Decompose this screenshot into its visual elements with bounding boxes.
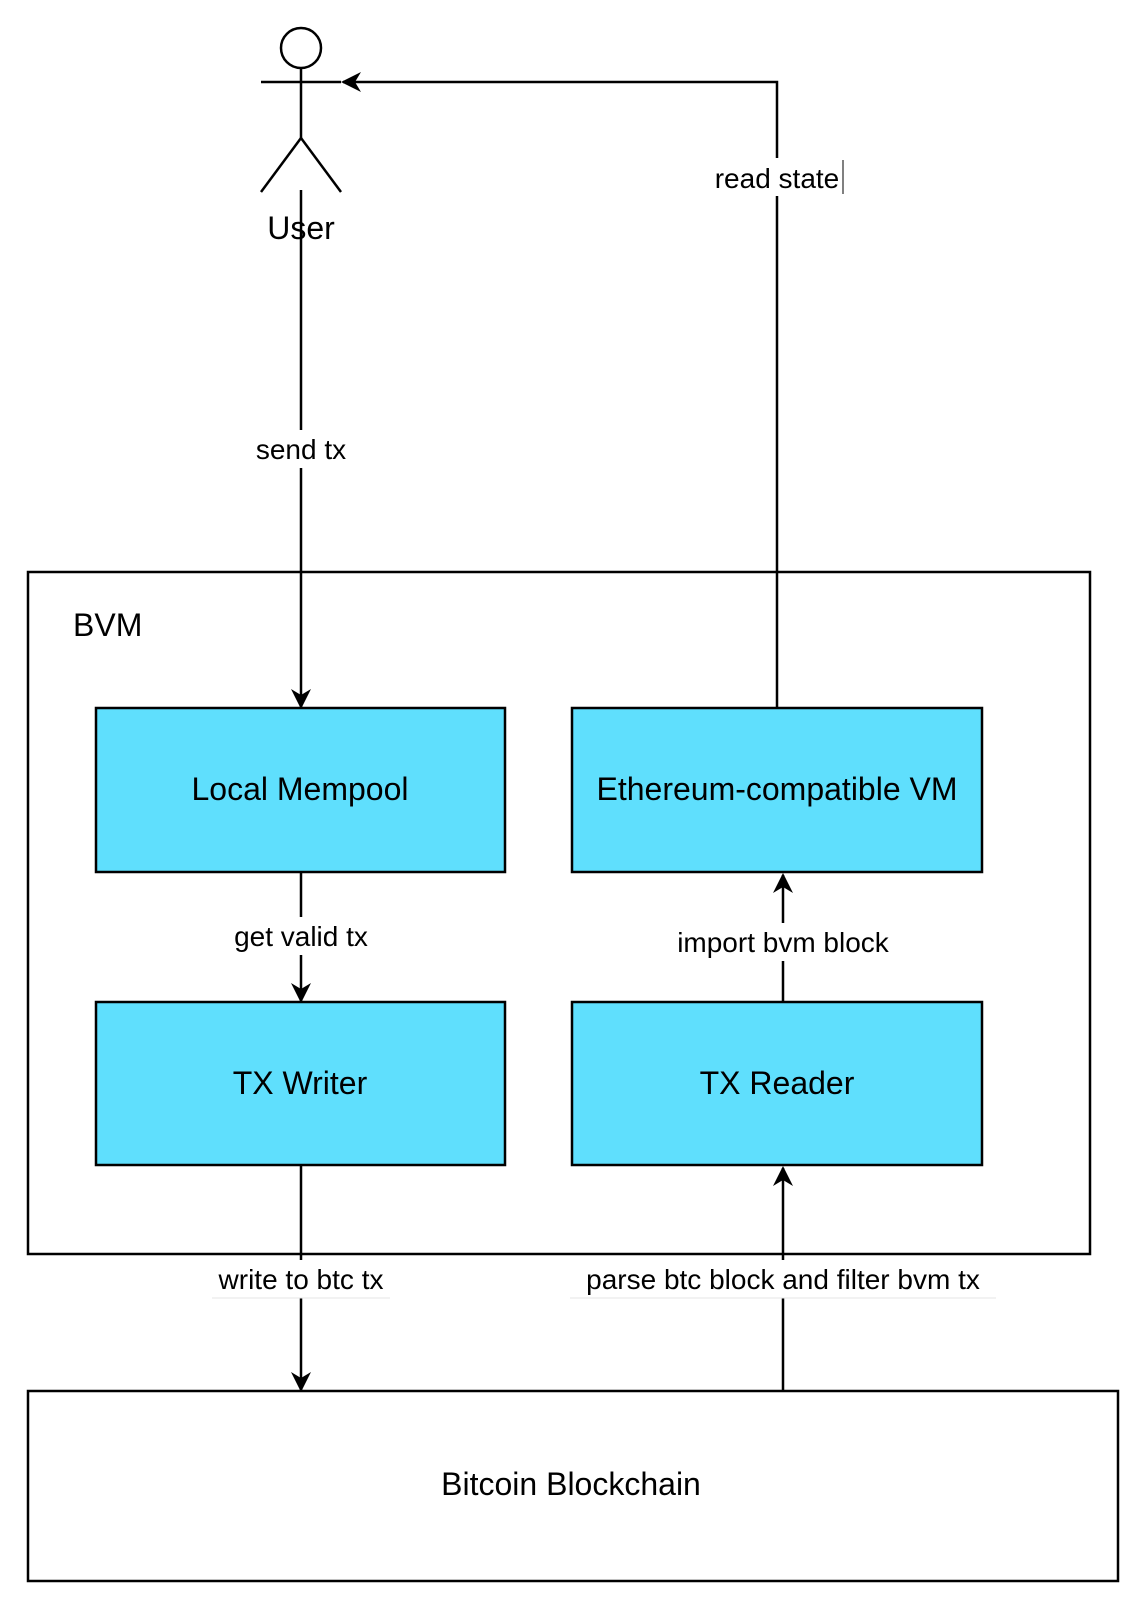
ethereum-vm-box: Ethereum-compatible VM [570,706,984,874]
user-right-leg [299,137,343,193]
tx-writer-label: TX Writer [233,1065,368,1101]
tx-writer-box: TX Writer [94,1000,507,1167]
ethereum-vm-label: Ethereum-compatible VM [596,771,957,807]
send-tx-label-bg [248,430,354,468]
local-mempool-rect [94,706,507,874]
user-head [279,26,323,70]
ethereum-vm-rect [570,706,984,874]
tx-reader-box: TX Reader [570,1000,984,1167]
get-valid-tx-label: get valid tx [234,921,368,952]
import-bvm-block-label-bg [664,923,900,961]
user-actor-icon [259,26,343,193]
local-mempool-box: Local Mempool [94,706,507,874]
send-tx-label: send tx [256,434,346,465]
read-state-label-bg [708,158,846,196]
tx-reader-label: TX Reader [700,1065,855,1101]
get-valid-tx-label-bg [222,917,380,955]
parse-btc-block-label-bg [568,1260,998,1298]
bitcoin-blockchain-label: Bitcoin Blockchain [441,1466,701,1502]
local-mempool-label: Local Mempool [192,771,409,807]
bitcoin-blockchain-rect [26,1389,1120,1583]
read-state-arrow [341,72,779,708]
tx-writer-rect [94,1000,507,1167]
user-left-leg [259,137,303,193]
read-state-label: read state [715,163,840,194]
write-to-btc-tx-label: write to btc tx [218,1264,384,1295]
write-to-btc-tx-label-bg [210,1260,392,1298]
bitcoin-blockchain-box: Bitcoin Blockchain [26,1389,1120,1583]
bvm-container-label: BVM [73,607,142,643]
import-bvm-block-label: import bvm block [677,927,890,958]
parse-btc-block-label: parse btc block and filter bvm tx [586,1264,980,1295]
tx-reader-rect [570,1000,984,1167]
